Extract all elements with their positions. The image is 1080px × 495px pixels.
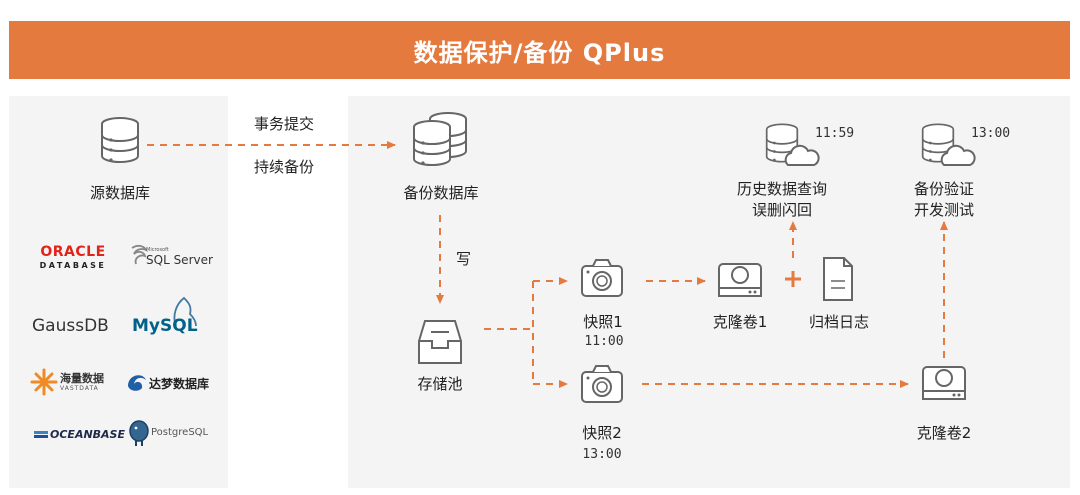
storage-pool-icon: [418, 320, 462, 364]
vastdata-logo-icon: [30, 368, 58, 396]
gaussdb-logo: GaussDB: [32, 316, 109, 336]
flashback-label: 误删闪回: [751, 201, 813, 219]
vastdata-logo: 海量数据 VASTDATA: [60, 373, 104, 393]
postgresql-elephant-icon: [129, 420, 149, 446]
oceanbase-logo-icon: [34, 431, 48, 438]
backup-database-label: 备份数据库: [403, 184, 479, 202]
oracle-logo: ORACLE DATABASE: [34, 244, 112, 272]
snapshot1-time: 11:00: [584, 334, 624, 349]
mssql-logo-text: SQL Server: [146, 253, 213, 267]
edge-label-write: 写: [456, 250, 472, 268]
mysql-logo: MySQL: [132, 316, 198, 336]
backup-verify-label: 备份验证: [913, 180, 975, 198]
plus-icon: [785, 271, 801, 287]
vastdata-sub-text: VASTDATA: [60, 385, 99, 392]
dev-test-label: 开发测试: [913, 201, 975, 219]
clone-volume1-icon: [718, 263, 762, 297]
vastdata-logo-text: 海量数据: [60, 372, 104, 385]
title-banner: 数据保护/备份 QPlus: [9, 21, 1070, 79]
source-database-icon: [101, 117, 139, 163]
oracle-database-text: DATABASE: [39, 261, 107, 270]
snapshot1-label: 快照1: [583, 313, 623, 331]
edge-label-commit: 事务提交: [254, 115, 315, 133]
source-database-label: 源数据库: [89, 184, 151, 202]
oracle-logo-text: ORACLE: [40, 244, 106, 260]
snapshot1-camera-icon: [581, 259, 623, 297]
mssql-logo-icon: [131, 244, 149, 265]
edge-pool-split: [484, 281, 534, 384]
verify-time: 13:00: [971, 126, 1011, 141]
backup-database-icon: [413, 112, 467, 166]
history-query-label: 历史数据查询: [736, 180, 828, 198]
postgresql-logo: PostgreSQL: [151, 427, 209, 438]
clone-volume1-label: 克隆卷1: [712, 313, 768, 331]
dameng-logo-icon: [128, 375, 146, 391]
edge-label-continuous-backup: 持续备份: [254, 158, 315, 176]
history-db-cloud-icon: [765, 123, 820, 166]
history-time: 11:59: [815, 126, 855, 141]
snapshot2-label: 快照2: [582, 424, 622, 442]
page-title: 数据保护/备份 QPlus: [413, 38, 666, 67]
verify-db-cloud-icon: [921, 123, 976, 166]
clone-volume2-icon: [922, 366, 966, 400]
clone-volume2-label: 克隆卷2: [916, 424, 972, 442]
oceanbase-logo: OCEANBASE: [50, 428, 125, 441]
dameng-logo: 达梦数据库: [149, 377, 210, 391]
mysql-dolphin-icon: [173, 296, 197, 327]
mssql-microsoft-text: Microsoft: [146, 247, 169, 253]
snapshot2-time: 13:00: [582, 447, 622, 462]
archive-log-file-icon: [823, 257, 853, 301]
storage-pool-label: 存储池: [417, 375, 463, 393]
archive-log-label: 归档日志: [808, 313, 870, 331]
mssql-logo: Microsoft SQL Server: [146, 247, 213, 267]
snapshot2-camera-icon: [581, 365, 623, 403]
